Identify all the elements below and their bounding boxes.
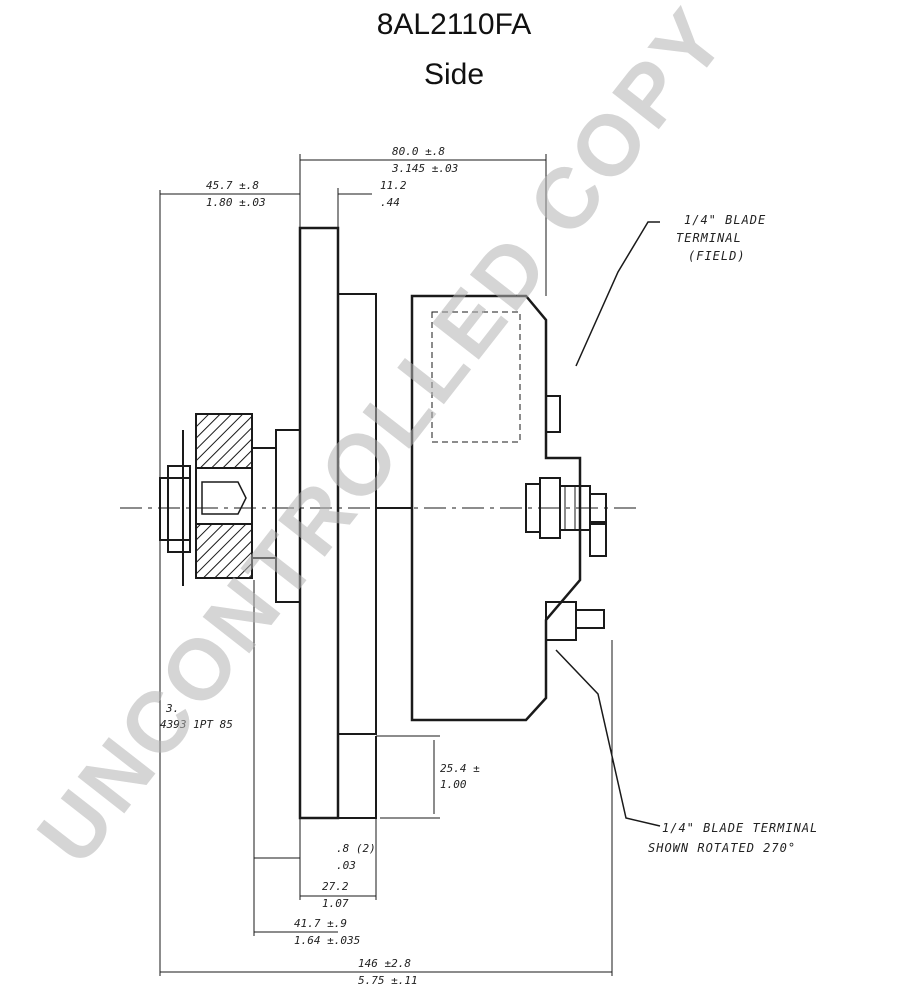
pulley-assembly [159, 413, 277, 586]
blade-terminal [545, 601, 605, 641]
dim-small-mm: .8 (2) [336, 842, 376, 855]
drawing-title: 8AL2110FA [376, 8, 532, 41]
dim-small-in: .03 [336, 859, 356, 872]
blade-leader-line [555, 649, 661, 827]
dim-flange-in: .44 [380, 196, 400, 209]
stator-ring [337, 293, 377, 735]
watermark-text: UNCONTROLLED COPY [19, 0, 745, 882]
dim-bottom-overall-mm: 146 ±2.8 [358, 957, 411, 970]
note-field-terminal-3: (FIELD) [688, 249, 746, 263]
terminal-stud [589, 523, 607, 557]
dimension-lines [160, 159, 612, 973]
note-blade-terminal-2: SHOWN ROTATED 270° [648, 841, 796, 855]
note-field-terminal-1: 1/4" BLADE [684, 213, 766, 227]
field-leader-line [575, 221, 660, 367]
field-terminal [545, 395, 561, 433]
part-ref-line-1: 3. [165, 702, 179, 715]
dim-lower-mm: 41.7 ±.9 [294, 917, 347, 930]
dim-lower-in: 1.64 ±.035 [294, 934, 360, 947]
dim-top-overall-mm: 80.0 ±.8 [392, 145, 445, 158]
dim-mid-in: 1.07 [322, 897, 349, 910]
rear-housing [376, 294, 582, 722]
part-ref-line-2: 4393 1PT 85 [160, 718, 233, 731]
dim-mid-mm: 27.2 [322, 880, 349, 893]
mounting-foot [338, 736, 377, 819]
dim-bottom-overall-in: 5.75 ±.11 [358, 974, 418, 987]
dim-left-upper-in: 1.80 ±.03 [206, 196, 266, 209]
note-blade-terminal-1: 1/4" BLADE TERMINAL [662, 821, 818, 835]
output-terminal [525, 477, 607, 539]
dim-mount-in: 1.00 [440, 778, 467, 791]
dim-left-upper-mm: 45.7 ±.8 [206, 179, 259, 192]
dim-mount-mm: 25.4 ± [440, 762, 480, 775]
extension-lines [159, 154, 613, 976]
drawing-subtitle: Side [423, 58, 485, 91]
dim-top-overall-in: 3.145 ±.03 [391, 162, 458, 175]
dim-flange-mm: 11.2 [380, 179, 407, 192]
note-field-terminal-2: TERMINAL [676, 231, 742, 245]
